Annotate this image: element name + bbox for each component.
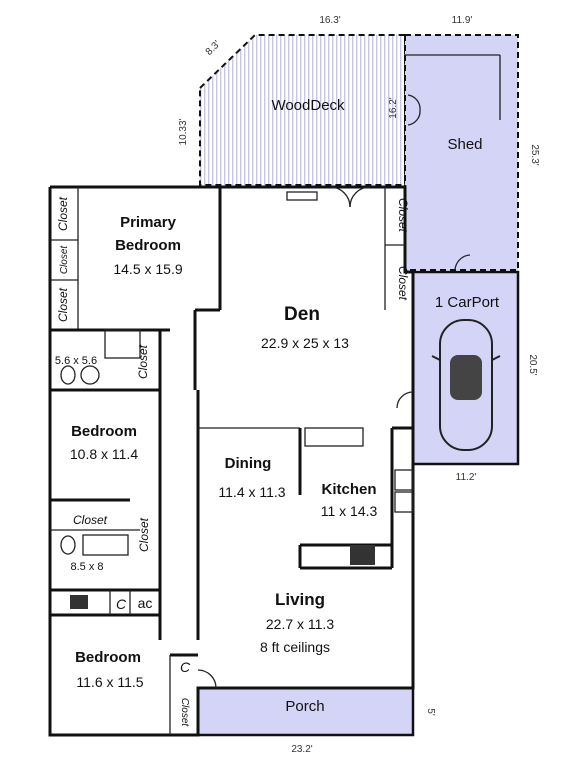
measure-deck-top: 16.3' [319,15,340,26]
bath1-dims: 5.6 x 5.6 [55,355,97,367]
closet-label-1: Closet [56,196,70,231]
dining-label: Dining [225,455,272,472]
closet-label-2: Closet [59,245,70,275]
measure-deck-angle: 8.3' [204,39,223,58]
closet-label-7: Closet [73,513,108,527]
closet-c-label-1: C [116,596,127,612]
closet-label-9: Closet [179,698,190,728]
measure-house-bottom: 23.2' [291,744,312,755]
den-dims: 22.9 x 25 x 13 [261,335,349,351]
house-walls [48,94,501,737]
closet-label-5: Closet [396,198,410,233]
bedroom3-dims: 11.6 x 11.5 [76,674,143,690]
bath2-dims: 8.5 x 8 [70,561,103,573]
primary-bedroom-label-1: Primary [120,214,177,231]
carport-label: 1 CarPort [435,294,500,311]
measure-porch-right: 5' [425,708,436,716]
wood-deck-label: WoodDeck [271,97,345,114]
measure-carport-right: 20.5' [527,354,538,375]
closet-c-label-2: C [180,659,191,675]
closet-label-8: Closet [137,517,151,552]
bedroom3-label: Bedroom [75,649,141,666]
shed-label: Shed [447,136,482,153]
measure-carport-bottom: 11.2' [456,472,477,483]
primary-bedroom-label-2: Bedroom [115,237,181,254]
bedroom2-dims: 10.8 x 11.4 [70,446,138,462]
living-dims: 22.7 x 11.3 [266,616,334,632]
dining-dims: 11.4 x 11.3 [218,484,285,500]
shed [404,34,519,271]
measure-deck-left: 10.33' [178,118,189,145]
porch-label: Porch [285,698,324,715]
living-label: Living [275,590,325,609]
den-label: Den [284,304,320,325]
car-icon [431,319,501,451]
closet-label-6: Closet [396,266,410,301]
measure-shed-top: 11.9' [452,15,473,26]
closet-label-4: Closet [136,344,150,379]
measure-deck-door: 16.2' [388,97,399,118]
living-note: 8 ft ceilings [260,639,330,655]
primary-bedroom-dims: 14.5 x 15.9 [113,261,182,277]
bedroom2-label: Bedroom [71,423,137,440]
ac-label: ac [138,595,153,611]
kitchen-label: Kitchen [321,481,376,498]
kitchen-dims: 11 x 14.3 [321,503,378,519]
closet-label-3: Closet [56,287,70,322]
measure-shed-right: 25.3' [529,144,540,165]
